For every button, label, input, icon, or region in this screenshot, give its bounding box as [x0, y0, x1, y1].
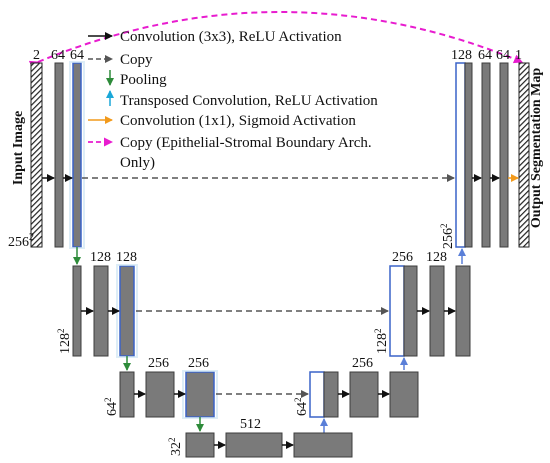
- input-image-block: [30, 62, 43, 248]
- l3-feature-map-d: [389, 371, 419, 418]
- l1-upsampled-block: [455, 62, 466, 248]
- l3-upsampled-block: [309, 371, 325, 418]
- l2-feature-map-c: [429, 265, 445, 357]
- size-64-left: 642: [103, 398, 120, 417]
- ch-l3-a: 256: [148, 356, 169, 371]
- size-32: 322: [167, 438, 184, 457]
- ch-l1-d: 64: [496, 48, 510, 63]
- l3-feature-map-pooled: [119, 371, 135, 418]
- ch-l1-a: 64: [51, 48, 65, 63]
- l4-feature-map-b: [293, 432, 353, 458]
- ch-l1-out: 1: [515, 48, 522, 63]
- legend-upconv-label: Transposed Convolution, ReLU Activation: [120, 93, 378, 109]
- ch-l2-up: 256: [392, 250, 413, 265]
- l3-feature-map-a: [145, 371, 175, 418]
- legend: Convolution (3x3), ReLU Activation Copy …: [88, 29, 378, 171]
- l2-feature-map-d: [455, 265, 471, 357]
- l1-feature-map-a: [54, 62, 64, 248]
- l2-feature-map-b: [119, 265, 135, 357]
- output-map-label: Output Segmentation Map: [529, 68, 544, 228]
- l3-feature-map-c: [349, 371, 379, 418]
- l1-feature-map-b: [72, 62, 82, 248]
- size-256-right: 2562: [439, 224, 456, 250]
- legend-copy-label: Copy: [120, 52, 153, 68]
- legend-boundary-label-2: Only): [120, 155, 155, 171]
- l2-upsampled-block: [389, 265, 405, 357]
- l4-feature-map-pooled: [185, 432, 215, 458]
- legend-boundary-label: Copy (Epithelial-Stromal Boundary Arch.: [120, 135, 372, 151]
- size-256-left: 2562: [8, 232, 34, 250]
- ch-l4-a: 512: [240, 417, 261, 432]
- ch-l1-up: 128: [451, 48, 472, 63]
- l1-copied-block: [464, 62, 473, 248]
- ch-l2-b: 128: [116, 250, 137, 265]
- l3-feature-map-b: [185, 371, 215, 418]
- size-64-right: 642: [293, 398, 310, 417]
- ch-l3-up: 256: [352, 356, 373, 371]
- boundary-copy-arc: [28, 11, 523, 70]
- ch-l1-b: 64: [70, 48, 84, 63]
- legend-conv-label: Convolution (3x3), ReLU Activation: [120, 29, 342, 45]
- l2-copied-block: [403, 265, 418, 357]
- legend-pool-label: Pooling: [120, 72, 167, 88]
- ch-l2-a: 128: [90, 250, 111, 265]
- output-map-block: [518, 62, 530, 248]
- l3-copied-block: [323, 371, 339, 418]
- l1-feature-map-d: [499, 62, 509, 248]
- l2-feature-map-a: [93, 265, 109, 357]
- ch-l3-b: 256: [188, 356, 209, 371]
- l2-feature-map-pooled: [72, 265, 82, 357]
- ch-l2-c: 128: [426, 250, 447, 265]
- l1-feature-map-c: [481, 62, 491, 248]
- legend-sigmoid-label: Convolution (1x1), Sigmoid Activation: [120, 113, 356, 129]
- input-image-label: Input Image: [11, 111, 26, 185]
- ch-l1-c: 64: [478, 48, 492, 63]
- ch-l1-in: 2: [33, 48, 40, 63]
- l4-feature-map-a: [225, 432, 283, 458]
- size-128-right: 1282: [373, 329, 390, 355]
- size-128-left: 1282: [56, 329, 73, 355]
